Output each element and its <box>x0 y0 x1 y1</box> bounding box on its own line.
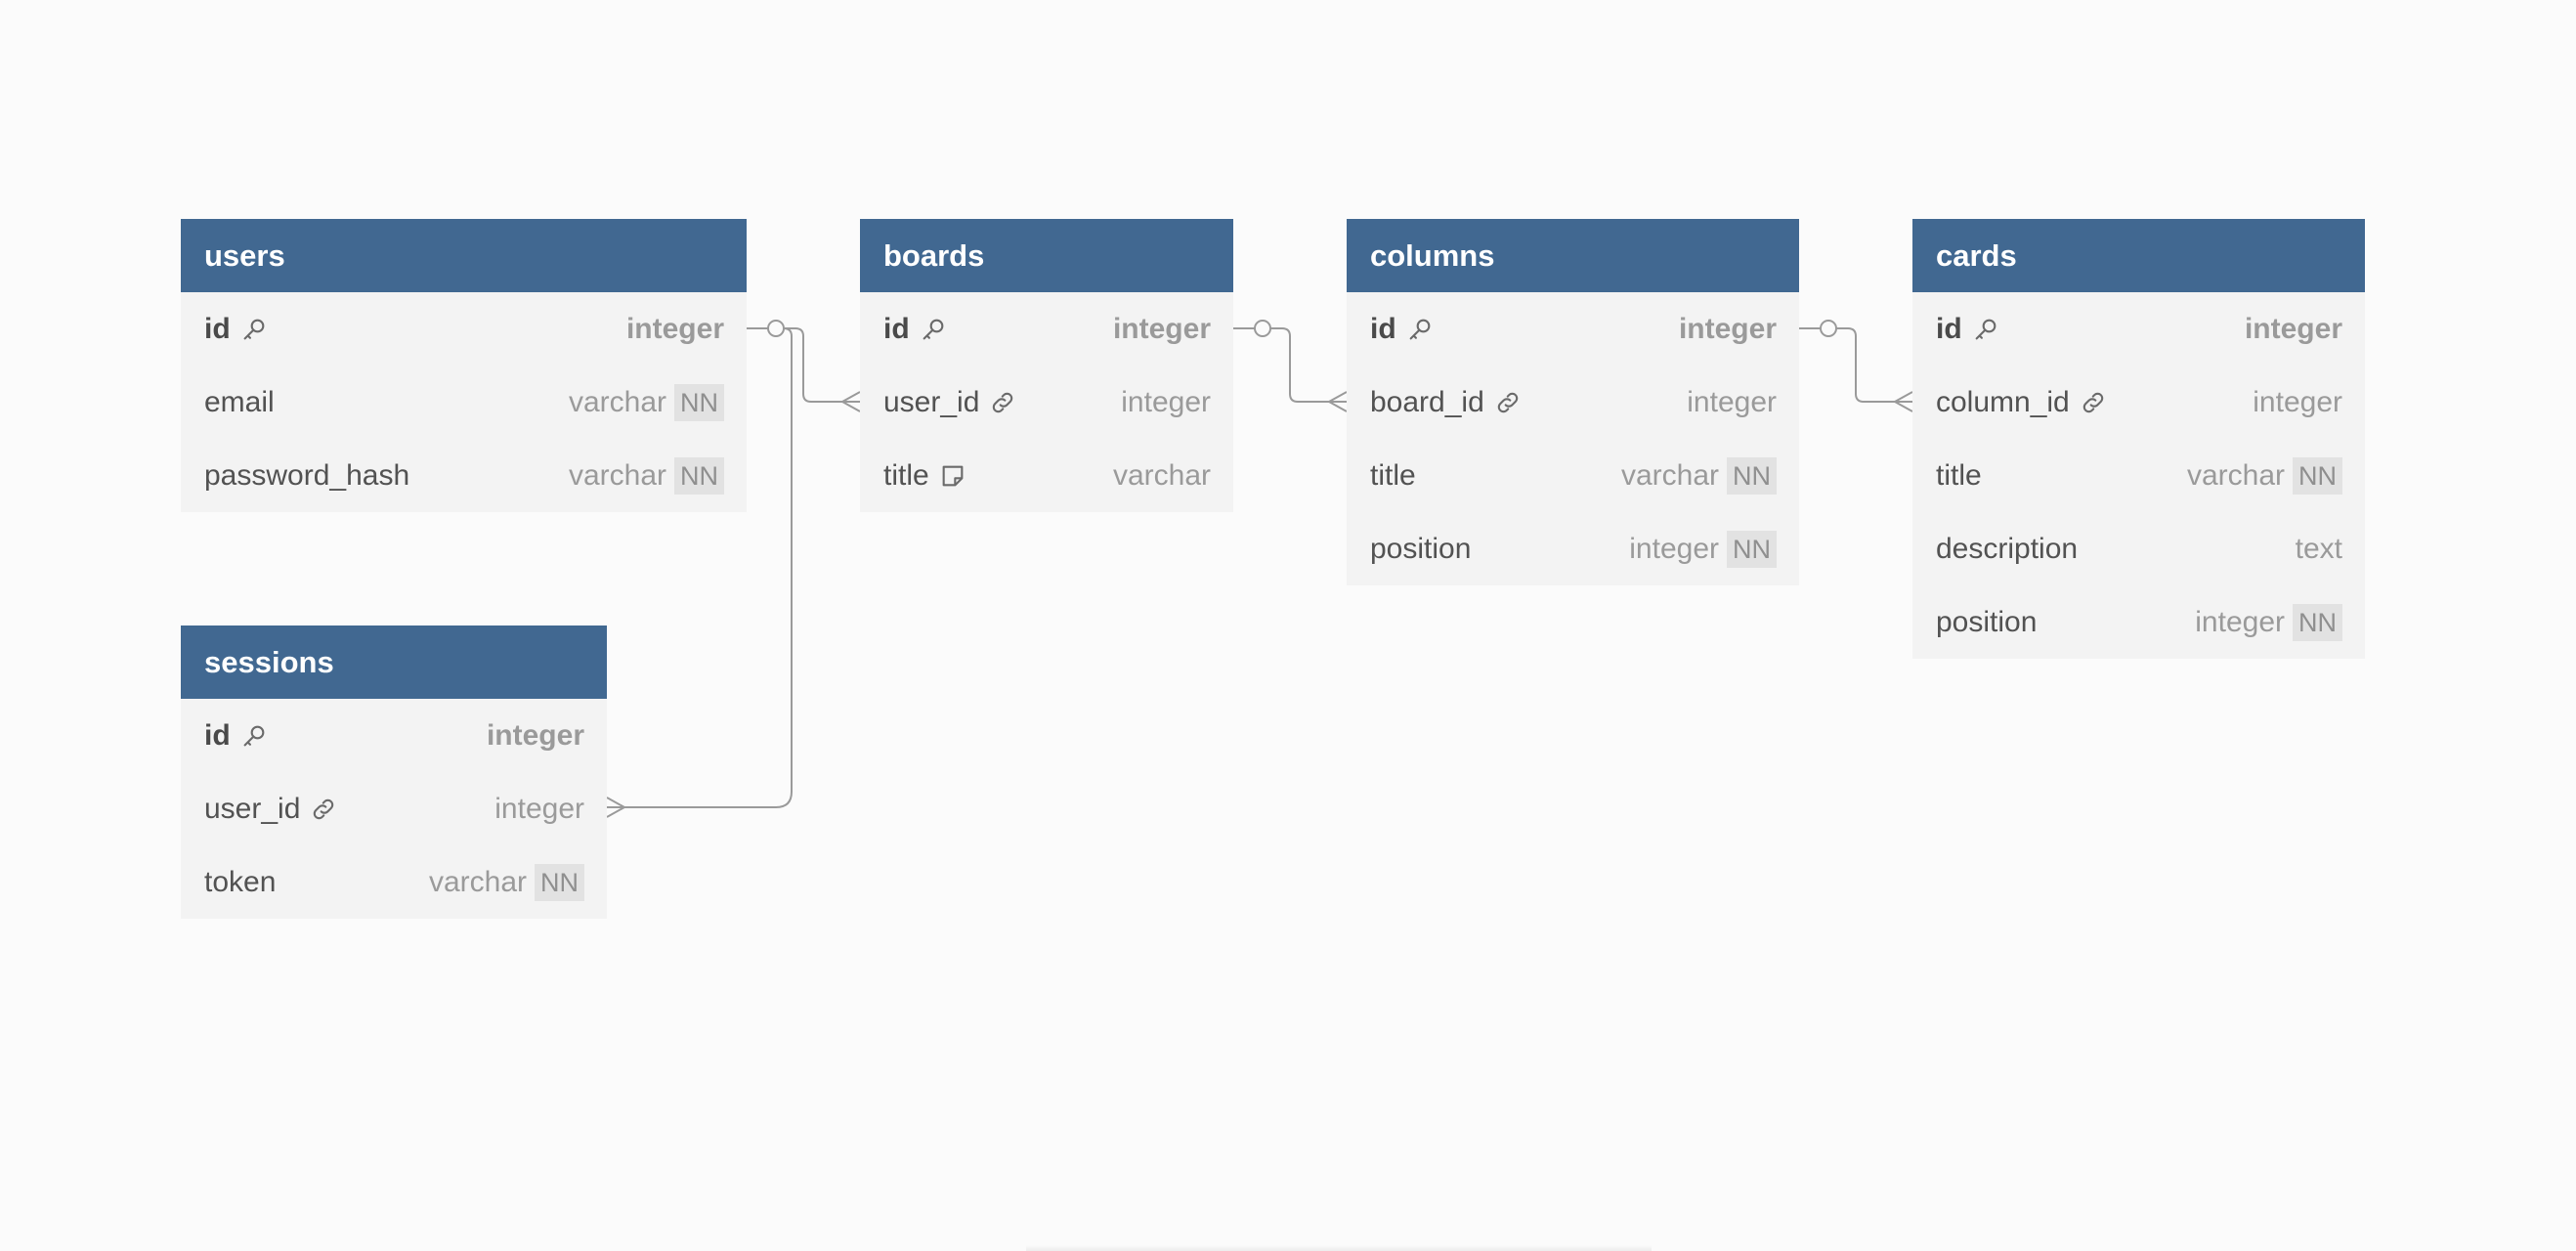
not-null-badge: NN <box>674 383 724 421</box>
column-type: varchar <box>568 458 666 492</box>
not-null-badge: NN <box>674 456 724 495</box>
column-type: varchar <box>2186 458 2285 492</box>
column-row-columns-board-id[interactable]: board_id integer <box>1347 366 1799 439</box>
table-boards[interactable]: boards id integer user_id integer title <box>860 219 1233 512</box>
column-name: description <box>1936 532 2079 565</box>
column-row-boards-id[interactable]: id integer <box>860 292 1233 366</box>
column-type: integer <box>1687 385 1777 418</box>
relation-boards-columns <box>1233 327 1347 403</box>
column-row-sessions-token[interactable]: token varchar NN <box>181 845 607 919</box>
crowfoot-sessions-user-id <box>606 797 627 818</box>
column-name: user_id <box>883 385 980 418</box>
column-name: board_id <box>1370 385 1484 418</box>
column-row-sessions-id[interactable]: id integer <box>181 699 607 772</box>
key-icon <box>240 316 268 343</box>
column-row-columns-position[interactable]: position integer NN <box>1347 512 1799 585</box>
column-row-cards-id[interactable]: id integer <box>1912 292 2365 366</box>
column-type: integer <box>1629 532 1719 565</box>
link-icon <box>1494 389 1522 416</box>
key-icon <box>1406 316 1434 343</box>
column-type: integer <box>1121 385 1211 418</box>
column-row-cards-column-id[interactable]: column_id integer <box>1912 366 2365 439</box>
column-type: varchar <box>1112 458 1211 492</box>
column-type: integer <box>2195 605 2285 638</box>
column-row-users-id[interactable]: id integer <box>181 292 747 366</box>
table-sessions[interactable]: sessions id integer user_id integer toke… <box>181 626 607 919</box>
crowfoot-cards-column-id <box>1892 391 1913 412</box>
column-name: title <box>883 458 929 492</box>
column-name: user_id <box>204 792 301 825</box>
column-name: position <box>1370 532 1472 565</box>
column-name: position <box>1936 605 2038 638</box>
optional-marker-boards-id <box>1254 320 1271 337</box>
column-name: column_id <box>1936 385 2070 418</box>
column-row-users-password-hash[interactable]: password_hash varchar NN <box>181 439 747 512</box>
canvas-scroll-shadow <box>1026 1245 1652 1251</box>
column-type: integer <box>2253 385 2342 418</box>
column-row-cards-position[interactable]: position integer NN <box>1912 585 2365 659</box>
column-row-columns-title[interactable]: title varchar NN <box>1347 439 1799 512</box>
not-null-badge: NN <box>535 863 584 901</box>
table-columns[interactable]: columns id integer board_id integer titl… <box>1347 219 1799 585</box>
not-null-badge: NN <box>1727 530 1777 568</box>
column-type: varchar <box>428 865 527 898</box>
table-header-sessions[interactable]: sessions <box>181 626 607 699</box>
column-type: integer <box>1112 312 1211 345</box>
column-row-boards-title[interactable]: title varchar <box>860 439 1233 512</box>
column-type: integer <box>625 312 724 345</box>
column-name: id <box>883 312 910 345</box>
table-header-users[interactable]: users <box>181 219 747 292</box>
column-row-cards-description[interactable]: description text <box>1912 512 2365 585</box>
relation-columns-cards <box>1799 327 1912 403</box>
table-header-boards[interactable]: boards <box>860 219 1233 292</box>
column-type: integer <box>1678 312 1777 345</box>
table-users[interactable]: users id integer email varchar NN passwo… <box>181 219 747 512</box>
column-name: id <box>204 718 231 752</box>
column-name: id <box>1936 312 1962 345</box>
column-type: integer <box>2244 312 2342 345</box>
column-type: varchar <box>568 385 666 418</box>
not-null-badge: NN <box>2293 456 2342 495</box>
column-name: password_hash <box>204 458 410 492</box>
column-name: token <box>204 865 277 898</box>
table-header-cards[interactable]: cards <box>1912 219 2365 292</box>
crowfoot-columns-board-id <box>1326 391 1348 412</box>
optional-marker-columns-id <box>1820 320 1837 337</box>
optional-marker-users-id <box>767 320 785 337</box>
link-icon <box>310 796 337 823</box>
column-name: email <box>204 385 275 418</box>
column-type: text <box>2295 532 2342 565</box>
column-row-cards-title[interactable]: title varchar NN <box>1912 439 2365 512</box>
link-icon <box>989 389 1016 416</box>
not-null-badge: NN <box>1727 456 1777 495</box>
not-null-badge: NN <box>2293 603 2342 641</box>
column-row-columns-id[interactable]: id integer <box>1347 292 1799 366</box>
key-icon <box>920 316 947 343</box>
note-icon[interactable] <box>939 462 966 490</box>
key-icon <box>240 722 268 750</box>
column-name: title <box>1370 458 1416 492</box>
table-cards[interactable]: cards id integer column_id integer title <box>1912 219 2365 659</box>
column-type: varchar <box>1620 458 1719 492</box>
column-row-users-email[interactable]: email varchar NN <box>181 366 747 439</box>
column-type: integer <box>494 792 584 825</box>
crowfoot-boards-user-id <box>839 391 861 412</box>
column-name: id <box>204 312 231 345</box>
key-icon <box>1972 316 1999 343</box>
link-icon <box>2080 389 2107 416</box>
column-name: id <box>1370 312 1396 345</box>
column-type: integer <box>486 718 584 752</box>
table-header-columns[interactable]: columns <box>1347 219 1799 292</box>
column-name: title <box>1936 458 1982 492</box>
column-row-sessions-user-id[interactable]: user_id integer <box>181 772 607 845</box>
relation-users-boards <box>747 327 860 403</box>
column-row-boards-user-id[interactable]: user_id integer <box>860 366 1233 439</box>
